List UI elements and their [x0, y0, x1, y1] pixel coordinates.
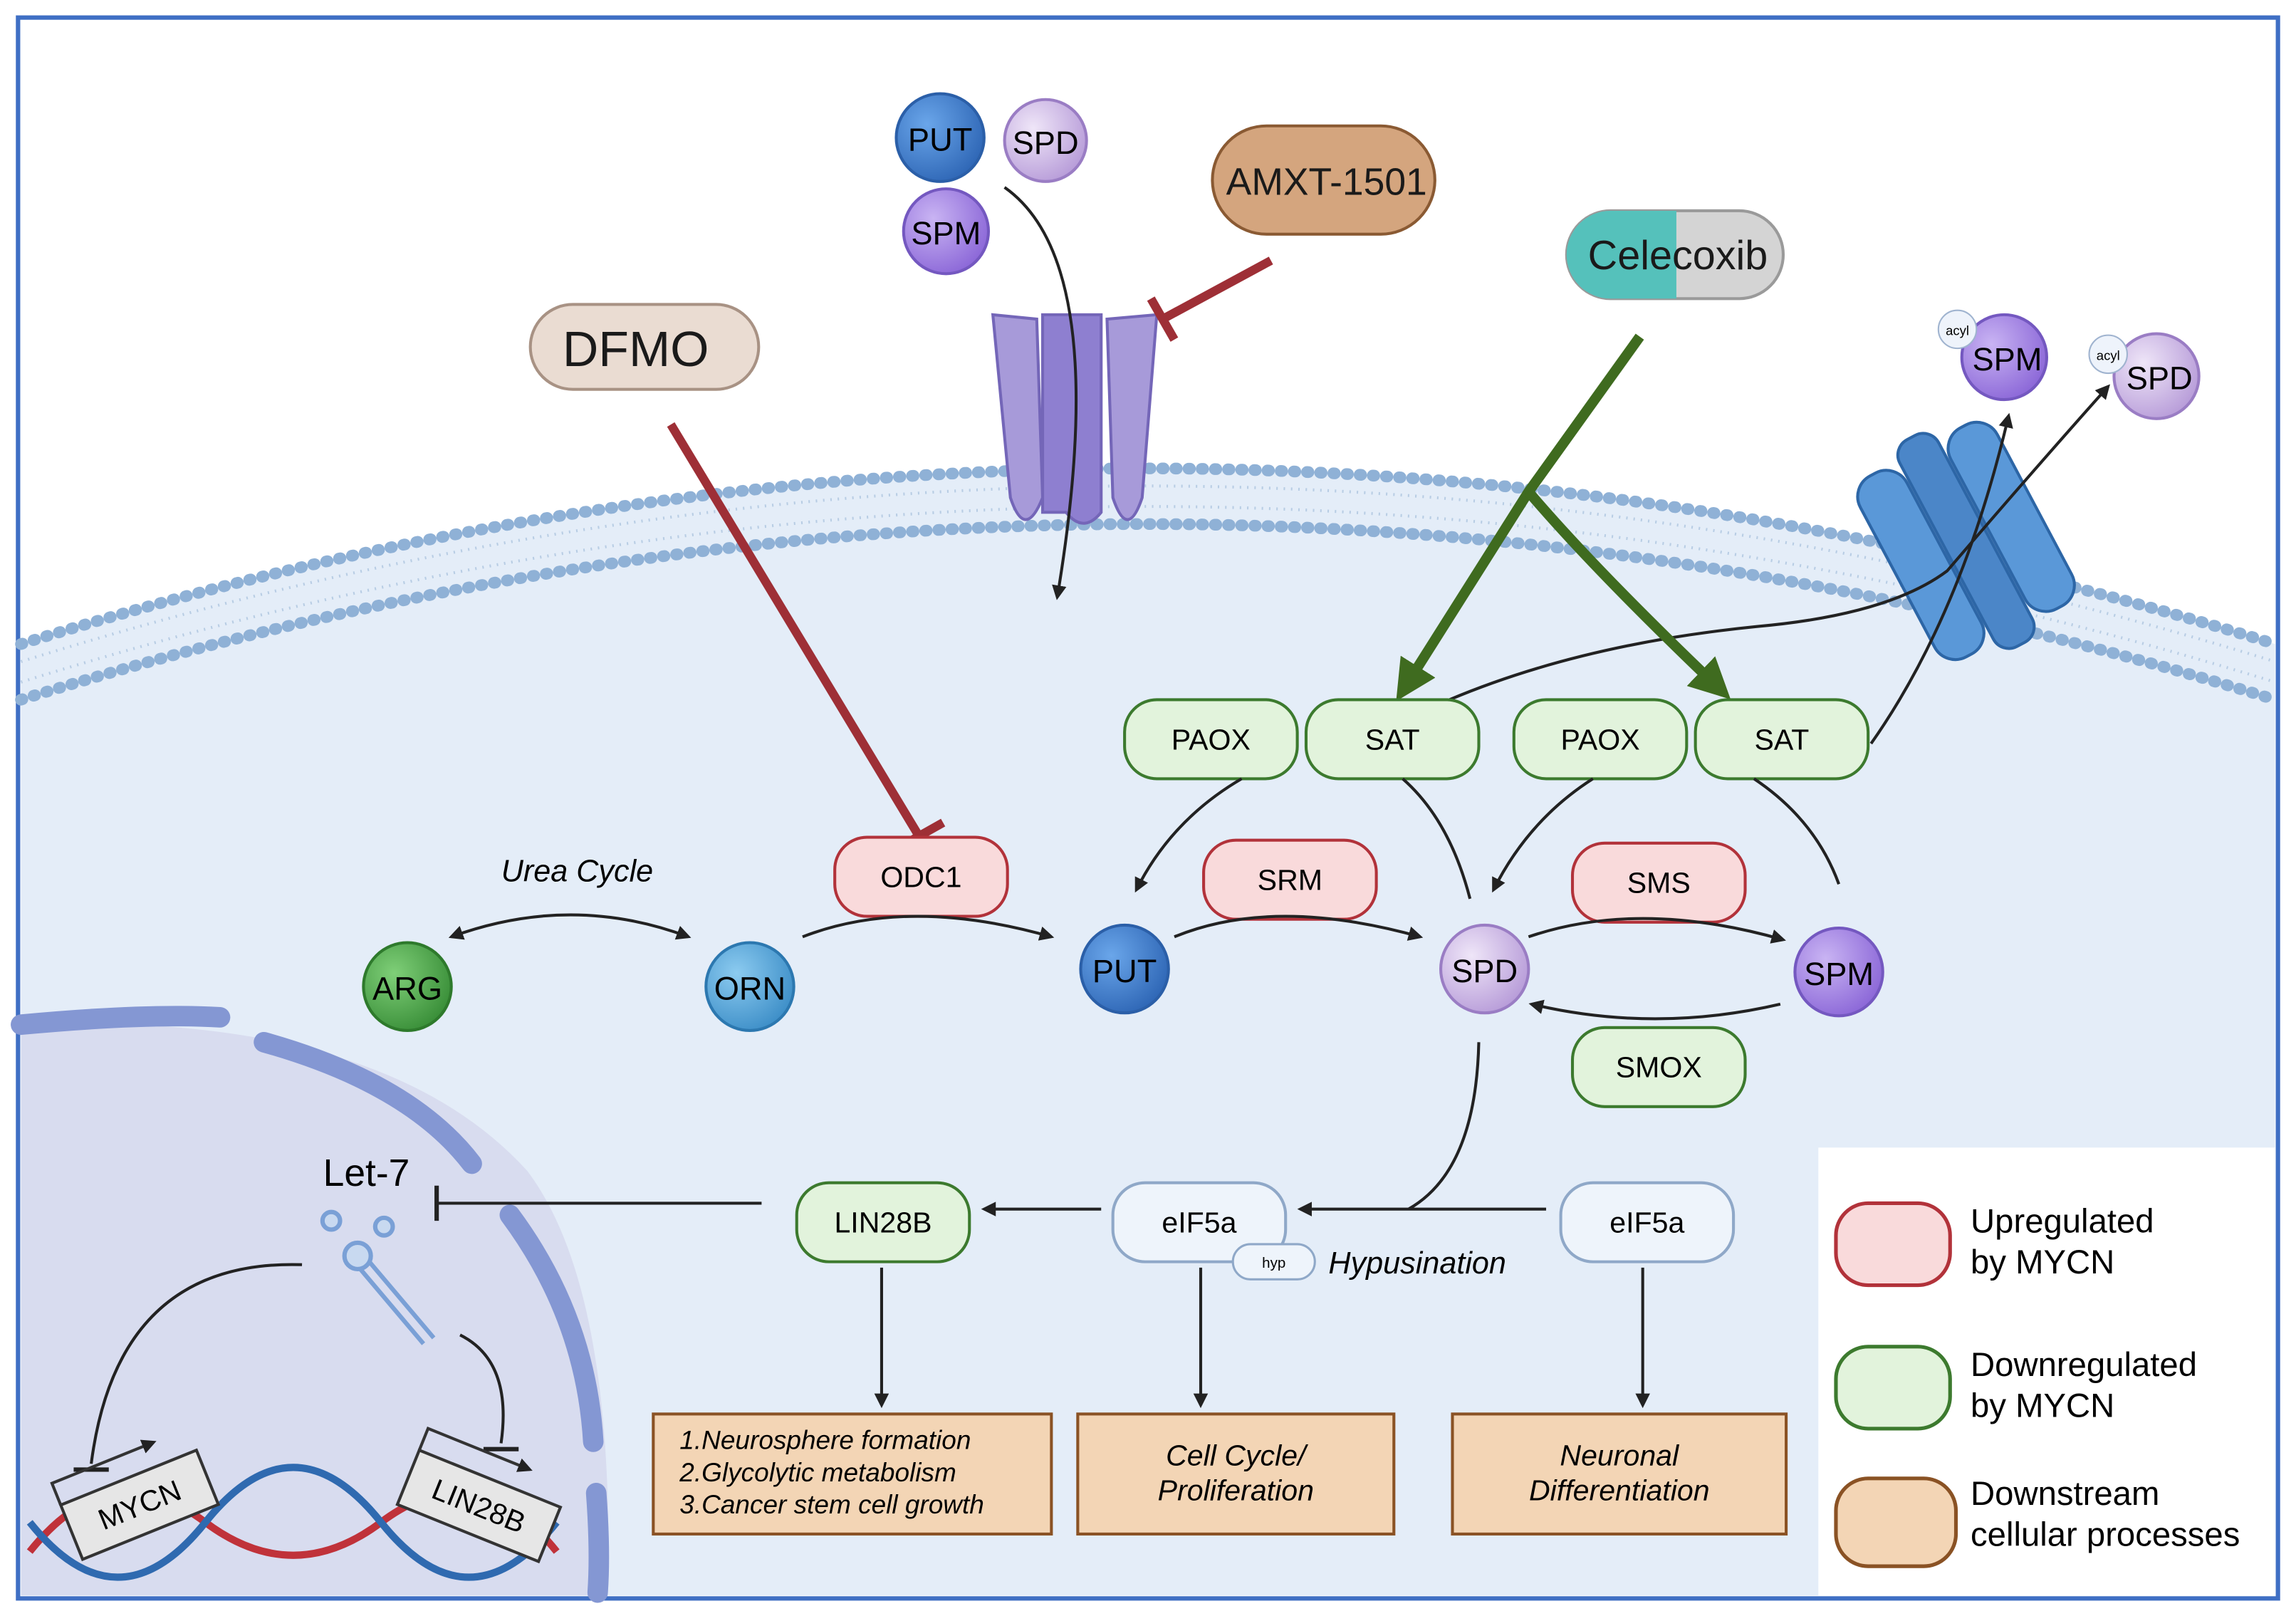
svg-text:by MYCN: by MYCN: [1971, 1387, 2114, 1424]
svg-text:SMOX: SMOX: [1616, 1051, 1702, 1084]
sms: SMS: [1570, 841, 1747, 924]
legend-down-label: Downregulated: [1971, 1346, 2197, 1384]
svg-text:eIF5a: eIF5a: [1162, 1206, 1236, 1239]
svg-text:PUT: PUT: [1092, 953, 1157, 989]
svg-text:SPD: SPD: [2127, 360, 2193, 397]
let7-inhibits-mycn: [73, 1263, 303, 1472]
dfmo-pill: DFMO: [528, 303, 761, 391]
celecoxib-label: Celecoxib: [1588, 233, 1768, 278]
svg-text:Differentiation: Differentiation: [1529, 1474, 1710, 1507]
orn-metabolite: ORN: [704, 941, 795, 1032]
amxt-1501-pill: AMXT-1501: [1211, 124, 1436, 236]
celecoxib-activation: [1396, 333, 1731, 702]
svg-text:SPM: SPM: [911, 215, 981, 251]
import-transporter: [991, 313, 1159, 525]
extracellular-spm: SPM: [902, 187, 991, 276]
svg-text:acyl: acyl: [2097, 348, 2120, 363]
uptake-arrow: [1003, 186, 1078, 600]
spm-to-spd-smox-arrow: [1528, 999, 1781, 1021]
urea-cycle-arrow: [448, 913, 692, 940]
svg-text:eIF5a: eIF5a: [1609, 1206, 1684, 1239]
svg-text:PAOX: PAOX: [1560, 723, 1639, 756]
lin28b-protein: LIN28B: [795, 1181, 971, 1263]
odc1: ODC1: [833, 835, 1009, 918]
legend-downstream-label: Downstream: [1971, 1475, 2159, 1513]
celecoxib-pill: Celecoxib: [1565, 209, 1785, 301]
sat2-spm-line: [1753, 777, 1841, 885]
let7-label: Let-7: [323, 1152, 410, 1194]
dfmo-label: DFMO: [563, 321, 709, 377]
put-to-spd-arrow: [1174, 914, 1424, 941]
svg-text:SPD: SPD: [1451, 953, 1518, 989]
svg-text:2.Glycolytic metabolism: 2.Glycolytic metabolism: [679, 1458, 956, 1487]
svg-text:ARG: ARG: [372, 971, 442, 1007]
acyl-spd: SPD acyl: [2088, 332, 2201, 420]
svg-text:3.Cancer stem cell growth: 3.Cancer stem cell growth: [679, 1490, 984, 1519]
sat-1: SAT: [1304, 698, 1481, 781]
lin28b-gene: LIN28B: [395, 1427, 563, 1564]
svg-text:ORN: ORN: [714, 971, 786, 1007]
spm-to-spd-arrow: [1492, 777, 1594, 893]
process-box-stemness: 1.Neurosphere formation 2.Glycolytic met…: [652, 1412, 1053, 1536]
let7-mirna-icon: [320, 1209, 436, 1345]
svg-text:SRM: SRM: [1258, 864, 1322, 897]
sat-2: SAT: [1694, 698, 1870, 781]
sat1-spd-line: [1402, 777, 1472, 900]
legend-up-label: Upregulated: [1971, 1203, 2154, 1241]
svg-text:SPM: SPM: [1804, 956, 1874, 992]
svg-text:SAT: SAT: [1365, 723, 1420, 756]
svg-text:by MYCN: by MYCN: [1971, 1244, 2114, 1281]
urea-cycle-label: Urea Cycle: [501, 854, 653, 888]
legend-up-swatch: [1834, 1201, 1952, 1288]
export-spm-arrow: [1869, 412, 2013, 745]
eif5a-hypusinated: eIF5a hyp: [1111, 1181, 1316, 1281]
svg-text:1.Neurosphere formation: 1.Neurosphere formation: [679, 1426, 971, 1455]
export-transporter: [1856, 420, 2076, 662]
svg-text:PUT: PUT: [908, 122, 972, 158]
svg-text:SPD: SPD: [1013, 125, 1079, 161]
svg-text:SAT: SAT: [1754, 723, 1809, 756]
eif5a-protein: eIF5a: [1559, 1181, 1736, 1263]
extracellular-spd: SPD: [1003, 98, 1088, 183]
legend-downstream-swatch: [1834, 1476, 1958, 1568]
process-box-differentiation: Neuronal Differentiation: [1451, 1412, 1788, 1536]
svg-text:cellular processes: cellular processes: [1971, 1516, 2240, 1553]
nucleus: [11, 1006, 610, 1603]
let7-inhibits-lin28b-gene: [459, 1333, 519, 1451]
svg-text:Neuronal: Neuronal: [1560, 1439, 1680, 1471]
put-metabolite: PUT: [1079, 923, 1170, 1015]
process-box-proliferation: Cell Cycle/ Proliferation: [1076, 1412, 1396, 1536]
spm-metabolite: SPM: [1793, 926, 1884, 1018]
spd-metabolite: SPD: [1439, 923, 1530, 1015]
srm: SRM: [1202, 838, 1378, 921]
amxt-1501-label: AMXT-1501: [1226, 161, 1427, 203]
svg-text:Proliferation: Proliferation: [1158, 1474, 1314, 1507]
acyl-spm: SPM acyl: [1937, 309, 2048, 402]
svg-text:ODC1: ODC1: [880, 860, 961, 893]
extracellular-put: PUT: [894, 92, 986, 183]
orn-to-put-arrow: [802, 914, 1055, 941]
paox-1: PAOX: [1123, 698, 1299, 781]
lin28b-inhibits-let7: [434, 1185, 762, 1221]
legend-down-swatch: [1834, 1345, 1952, 1431]
svg-text:PAOX: PAOX: [1172, 723, 1251, 756]
legend: Upregulated by MYCN Downregulated by MYC…: [1818, 1147, 2275, 1596]
svg-text:Cell Cycle/: Cell Cycle/: [1166, 1439, 1308, 1471]
hypusination-label: Hypusination: [1328, 1246, 1506, 1281]
spd-to-spm-arrow: [1528, 917, 1786, 944]
svg-text:SPM: SPM: [1972, 341, 2042, 377]
amxt-inhibition: [1147, 256, 1273, 342]
spd-to-put-arrow: [1134, 777, 1243, 893]
svg-text:LIN28B: LIN28B: [834, 1206, 932, 1239]
svg-text:SMS: SMS: [1627, 867, 1691, 900]
smox: SMOX: [1570, 1026, 1747, 1108]
svg-text:hyp: hyp: [1262, 1255, 1285, 1271]
svg-text:acyl: acyl: [1946, 323, 1969, 338]
arg-metabolite: ARG: [362, 941, 453, 1032]
paox-2: PAOX: [1512, 698, 1689, 781]
export-spd-arrow: [1449, 384, 2110, 702]
spd-to-hypusination-line: [1407, 1042, 1481, 1211]
